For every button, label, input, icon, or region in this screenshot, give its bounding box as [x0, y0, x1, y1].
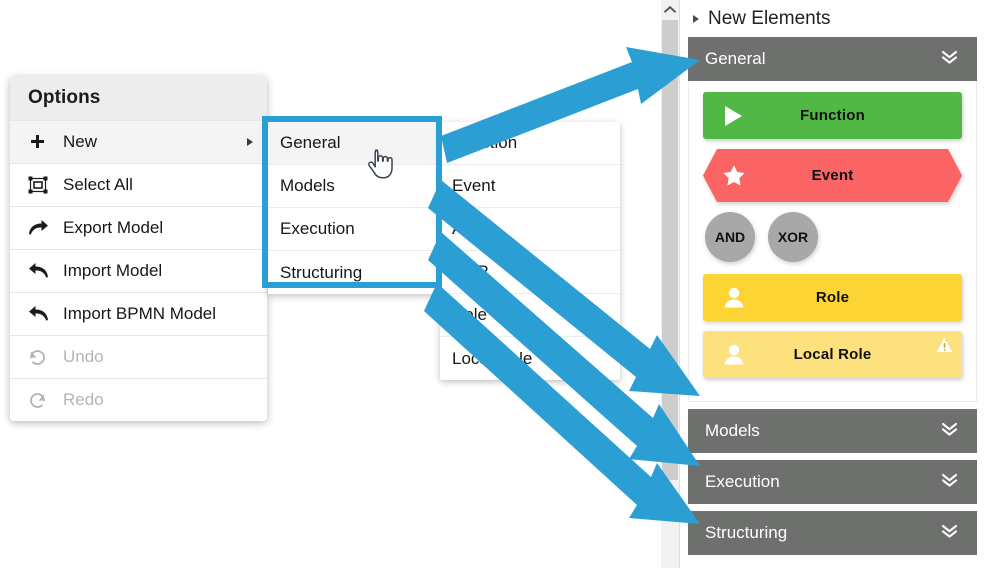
menu-item-select-all-label: Select All	[63, 175, 133, 194]
plus-icon	[28, 131, 54, 153]
palette-item-function-label: Function	[800, 107, 865, 124]
panel-spacer	[679, 402, 986, 409]
submenu-item-function[interactable]: Function	[440, 122, 620, 165]
import-arrow-icon	[28, 303, 54, 325]
double-chevron-down-icon	[940, 472, 959, 493]
palette-item-event-label: Event	[811, 167, 854, 184]
accordion-header-general[interactable]: General	[688, 37, 977, 81]
palette-item-and[interactable]: AND	[705, 212, 755, 262]
new-submenu-categories: General Models Execution Structuring	[268, 122, 440, 294]
menu-item-export-model[interactable]: Export Model	[10, 206, 267, 249]
chevron-up-icon	[664, 6, 676, 13]
palette-item-role[interactable]: Role	[703, 274, 962, 321]
double-chevron-down-icon	[940, 523, 959, 544]
menu-item-import-bpmn-model-label: Import BPMN Model	[63, 304, 217, 323]
redo-icon	[28, 389, 54, 411]
undo-icon	[28, 346, 54, 368]
general-elements-submenu: Function Event AND XOR Role Local Role	[440, 122, 620, 380]
menu-item-redo-label: Redo	[63, 390, 104, 409]
menu-item-redo: Redo	[10, 378, 267, 421]
menu-item-import-model[interactable]: Import Model	[10, 249, 267, 292]
star-icon	[721, 163, 747, 189]
menu-item-import-model-label: Import Model	[63, 261, 163, 280]
palette-item-xor[interactable]: XOR	[768, 212, 818, 262]
triangle-right-icon	[693, 14, 699, 23]
palette-item-event[interactable]: Event	[703, 149, 962, 202]
palette-item-function[interactable]: Function	[703, 92, 962, 139]
submenu-item-execution-label: Execution	[280, 219, 355, 238]
select-all-icon	[28, 174, 54, 196]
submenu-item-structuring[interactable]: Structuring	[268, 251, 440, 294]
palette-item-local-role[interactable]: Local Role	[703, 331, 962, 378]
submenu-caret-icon	[247, 138, 253, 146]
menu-item-undo-label: Undo	[63, 347, 104, 366]
accordion-header-execution-label: Execution	[705, 472, 780, 491]
accordion-header-execution[interactable]: Execution	[688, 460, 977, 504]
new-elements-panel: New Elements General Function	[679, 0, 986, 568]
accordion-body-general: Function Event AND XOR	[688, 81, 977, 402]
palette-item-role-label: Role	[815, 289, 850, 306]
menu-item-undo: Undo	[10, 335, 267, 378]
options-context-menu: Options New Select All	[10, 76, 267, 421]
panel-title-bar[interactable]: New Elements	[679, 0, 986, 37]
export-arrow-icon	[28, 217, 54, 239]
submenu-item-models-label: Models	[280, 176, 335, 195]
scroll-up-button[interactable]	[661, 0, 679, 19]
submenu-item-general[interactable]: General	[268, 122, 440, 165]
menu-item-new[interactable]: New	[10, 120, 267, 163]
warning-triangle-icon	[936, 337, 953, 358]
accordion-header-models[interactable]: Models	[688, 409, 977, 453]
panel-spacer	[679, 453, 986, 460]
submenu-item-models[interactable]: Models	[268, 165, 440, 208]
panel-title: New Elements	[708, 7, 831, 29]
palette-item-and-label: AND	[714, 229, 746, 245]
double-chevron-down-icon	[940, 421, 959, 442]
accordion-header-structuring-label: Structuring	[705, 523, 788, 542]
menu-item-import-bpmn-model[interactable]: Import BPMN Model	[10, 292, 267, 335]
submenu-item-local-role[interactable]: Local Role	[440, 337, 620, 380]
menu-item-new-label: New	[63, 132, 98, 151]
options-menu-title: Options	[10, 76, 267, 120]
submenu-item-and[interactable]: AND	[440, 208, 620, 251]
palette-item-xor-label: XOR	[777, 229, 809, 245]
person-icon	[721, 285, 747, 311]
menu-item-select-all[interactable]: Select All	[10, 163, 267, 206]
submenu-item-role[interactable]: Role	[440, 294, 620, 337]
menu-item-export-model-label: Export Model	[63, 218, 164, 237]
palette-item-local-role-label: Local Role	[793, 346, 872, 363]
pointing-hand-cursor	[366, 148, 394, 187]
import-arrow-icon	[28, 260, 54, 282]
accordion-header-models-label: Models	[705, 421, 760, 440]
accordion-header-general-label: General	[705, 49, 766, 68]
double-chevron-down-icon	[940, 49, 959, 70]
person-icon	[721, 342, 747, 368]
panel-vertical-scrollbar[interactable]	[661, 0, 680, 568]
submenu-item-general-label: General	[280, 133, 341, 152]
scroll-thumb[interactable]	[662, 20, 678, 480]
submenu-item-xor[interactable]: XOR	[440, 251, 620, 294]
play-triangle-icon	[721, 103, 745, 129]
submenu-item-execution[interactable]: Execution	[268, 208, 440, 251]
palette-gateway-row: AND XOR	[705, 212, 962, 262]
submenu-item-structuring-label: Structuring	[280, 262, 363, 282]
accordion-header-structuring[interactable]: Structuring	[688, 511, 977, 555]
panel-spacer	[679, 504, 986, 511]
submenu-item-event[interactable]: Event	[440, 165, 620, 208]
